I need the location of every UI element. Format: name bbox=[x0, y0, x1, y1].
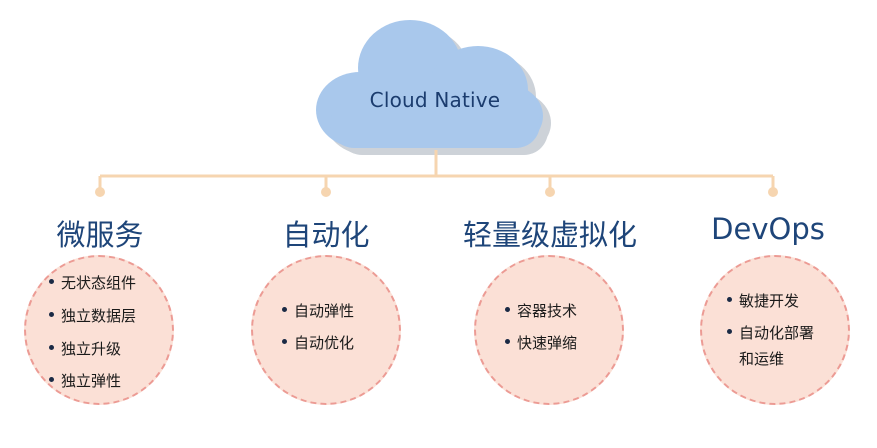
list-item: 敏捷开发 bbox=[727, 290, 799, 311]
cloud-icon bbox=[316, 20, 543, 148]
bullet-icon bbox=[49, 377, 54, 382]
bullet-icon bbox=[727, 297, 732, 302]
bullet-icon bbox=[49, 345, 54, 350]
list-item: 独立升级 bbox=[49, 338, 121, 359]
branch-title-microservices: 微服务 bbox=[56, 218, 144, 252]
list-item: 自动化部署 bbox=[727, 322, 814, 343]
branch-dot-4 bbox=[768, 187, 778, 197]
connector-lines bbox=[98, 150, 775, 190]
bubble-automation bbox=[251, 255, 401, 405]
bullet-icon bbox=[49, 312, 54, 317]
branch-title-automation: 自动化 bbox=[282, 218, 370, 252]
branch-dot-3 bbox=[545, 187, 555, 197]
list-item: 无状态组件 bbox=[49, 272, 136, 293]
bubble-virtualization bbox=[474, 255, 624, 405]
list-item: 独立数据层 bbox=[49, 305, 136, 326]
cloud-label: Cloud Native bbox=[369, 88, 501, 112]
connector-dots bbox=[95, 187, 778, 197]
list-item: 快速弹缩 bbox=[505, 332, 577, 353]
branch-dot-1 bbox=[95, 187, 105, 197]
list-item: 独立弹性 bbox=[49, 370, 121, 391]
bullet-icon bbox=[282, 339, 287, 344]
list-item-continuation: 和运维 bbox=[739, 350, 785, 368]
bullet-icon bbox=[49, 279, 54, 284]
bullet-icon bbox=[505, 339, 510, 344]
bullet-icon bbox=[727, 329, 732, 334]
branch-dot-2 bbox=[321, 187, 331, 197]
list-item: 自动优化 bbox=[282, 332, 354, 353]
list-item: 容器技术 bbox=[505, 300, 577, 321]
bullet-icon bbox=[282, 307, 287, 312]
list-item: 自动弹性 bbox=[282, 300, 354, 321]
branch-title-devops: DevOps bbox=[711, 212, 825, 246]
bubble-devops bbox=[700, 255, 850, 405]
branch-title-lightweight-virtualization: 轻量级虚拟化 bbox=[462, 218, 637, 252]
bullet-icon bbox=[505, 307, 510, 312]
